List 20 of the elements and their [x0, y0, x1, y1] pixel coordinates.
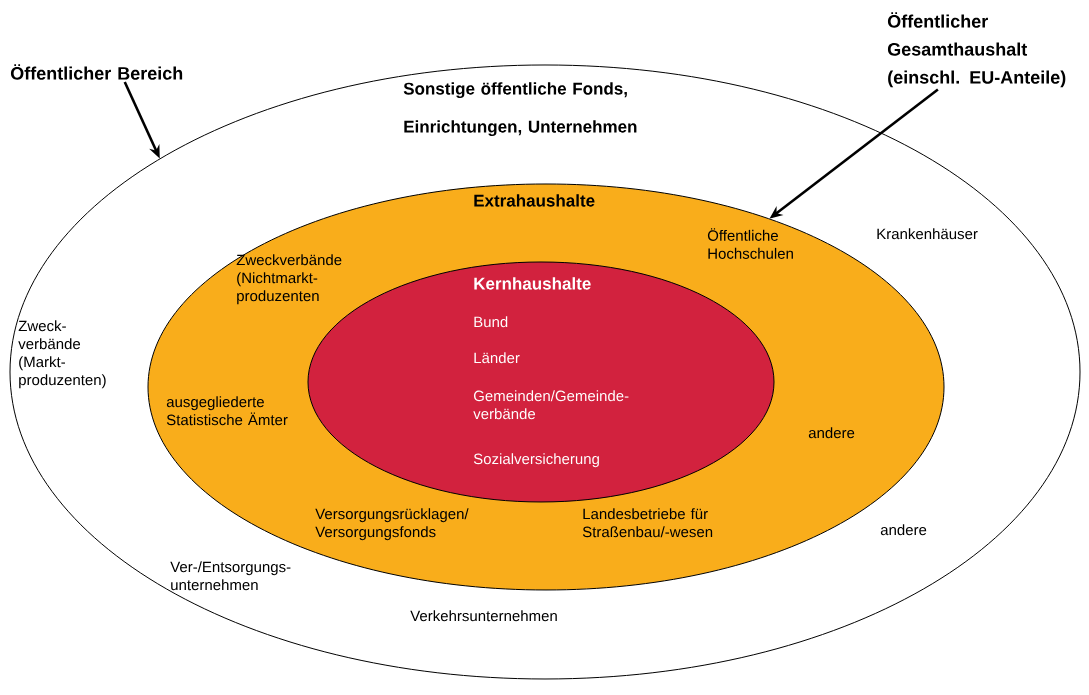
- callout-text: Öffentlicher Bereich: [10, 64, 183, 80]
- label: Versorgungsrücklagen/ Versorgungsfonds: [315, 508, 469, 541]
- label: ausgegliederte Statistische Ämter: [166, 396, 288, 426]
- label: Gemeinden/Gemeinde- verbände: [473, 390, 629, 420]
- label: Zweckverbände (Nichtmarkt- produzenten: [236, 254, 342, 305]
- heading: Kernhaushalte: [474, 277, 591, 290]
- label: Bund: [474, 316, 508, 328]
- heading: Sonstige öffentliche Fonds, Einrichtungen, Unternehmen: [403, 82, 637, 137]
- label: andere: [880, 524, 927, 536]
- label: Krankenhäuser: [877, 228, 978, 240]
- heading: Extrahaushalte: [474, 194, 595, 207]
- label: Öffentliche Hochschulen: [707, 228, 793, 259]
- callout-text: Öffentlicher Gesamthaushalt (einschl. EU-Anteile): [887, 12, 1066, 88]
- label: Verkehrsunternehmen: [410, 610, 557, 622]
- label: Ver-/Entsorgungs- unternehmen: [170, 561, 291, 591]
- label: Länder: [474, 352, 520, 364]
- label: andere: [808, 427, 855, 439]
- label: Sozialversicherung: [473, 453, 599, 468]
- label: Landesbetriebe für Straßenbau/-wesen: [582, 508, 713, 538]
- label: Zweck- verbände (Markt- produzenten): [18, 320, 106, 389]
